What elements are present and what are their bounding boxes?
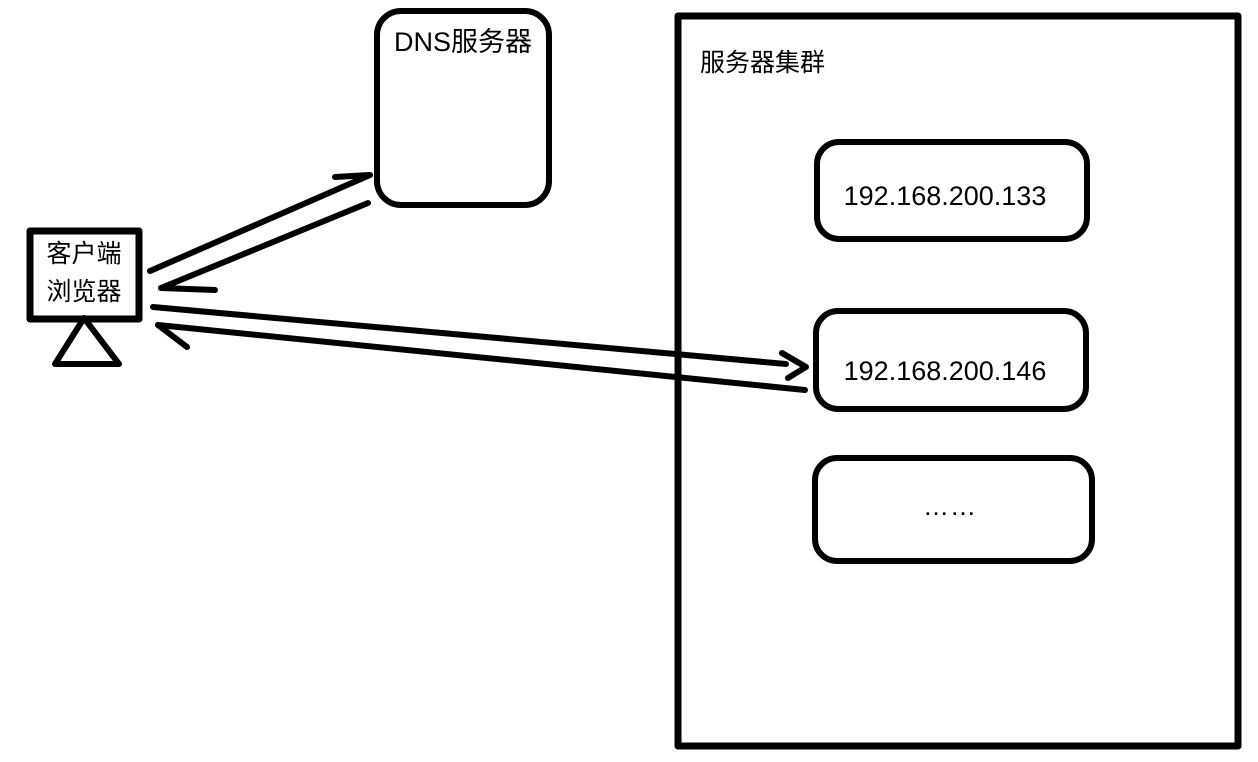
server-node-label-146: 192.168.200.146 [844, 356, 1047, 386]
arrow-client-to-server146 [150, 304, 809, 381]
server-cluster-label: 服务器集群 [700, 49, 825, 77]
server-node-label-133: 192.168.200.133 [844, 181, 1047, 211]
arrow-client-to-dns-head-icon [332, 172, 372, 180]
dns-server-box [374, 8, 552, 208]
server-node-label-more: …… [923, 491, 977, 521]
arrow-server146-to-client [155, 322, 808, 393]
arrow-client-to-server146-head-icon [779, 350, 809, 381]
server-node-box-133 [814, 139, 1090, 242]
arrow-client-to-server146-line [150, 304, 789, 367]
arrow-client-to-dns-line [147, 172, 373, 274]
arrow-dns-to-client [158, 200, 371, 293]
client-stand-triangle-icon [52, 315, 122, 367]
client-label-line1: 客户端 [46, 240, 121, 268]
server-node-box-146 [813, 308, 1089, 412]
arrow-dns-to-client-head-icon [158, 285, 218, 293]
arrow-dns-to-client-line [158, 200, 371, 291]
arrow-client-to-dns [147, 172, 373, 274]
dns-server-label: DNS服务器 [394, 27, 532, 57]
server-cluster-box [674, 12, 1242, 750]
arrow-server146-to-client-head-icon [155, 322, 190, 350]
arrow-server146-to-client-line [155, 322, 808, 393]
client-label-line2: 浏览器 [46, 278, 121, 306]
server-node-box-more [812, 455, 1095, 564]
